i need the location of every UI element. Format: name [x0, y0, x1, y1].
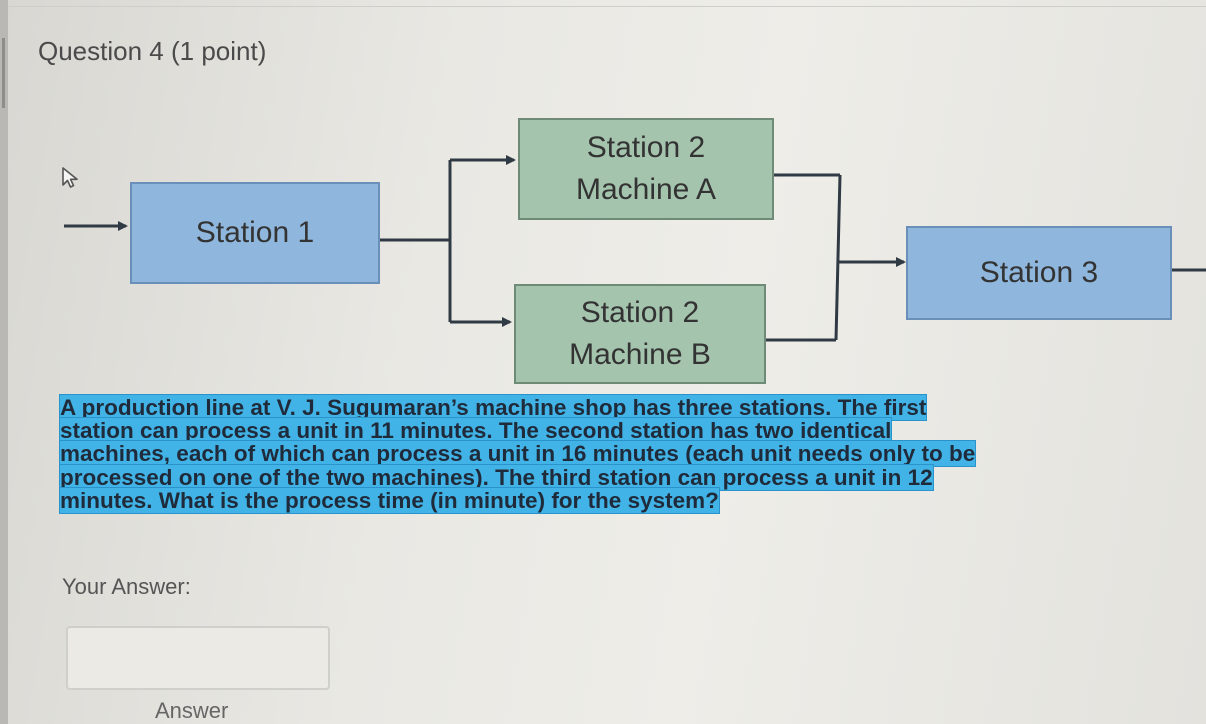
station-2-machine-a-box: Station 2 Machine A — [518, 118, 774, 220]
mouse-pointer-icon — [62, 167, 78, 188]
your-answer-label: Your Answer: — [62, 574, 191, 599]
question-line: station can process a unit in 11 minutes… — [60, 418, 892, 444]
answer-input[interactable] — [66, 626, 330, 690]
question-text: A production line at V. J. Sugumaran’s m… — [60, 395, 1040, 513]
station-1-label: Station 1 — [195, 216, 315, 249]
station-2b-label-line2: Machine B — [569, 338, 711, 371]
station-2-machine-b-box: Station 2 Machine B — [514, 284, 766, 384]
station-3-box: Station 3 — [906, 226, 1172, 320]
top-divider — [8, 6, 1206, 7]
question-line: minutes. What is the process time (in mi… — [60, 487, 719, 513]
station-1-box: Station 1 — [130, 182, 380, 284]
station-3-label: Station 3 — [979, 256, 1099, 289]
question-line: A production line at V. J. Sugumaran’s m… — [60, 395, 927, 420]
left-edge-bar — [0, 0, 8, 724]
question-line: machines, each of which can process a un… — [60, 441, 976, 467]
question-title: Question 4 (1 point) — [38, 36, 267, 66]
station-2a-label-line1: Station 2 — [586, 131, 706, 164]
connector-merge-vertical — [834, 174, 842, 341]
answer-caption: Answer — [155, 698, 229, 723]
left-edge-marker — [2, 38, 5, 108]
station-2a-label-line2: Machine A — [575, 173, 717, 206]
question-line: processed on one of the two machines). T… — [60, 464, 933, 490]
station-2b-label-line1: Station 2 — [580, 296, 700, 329]
